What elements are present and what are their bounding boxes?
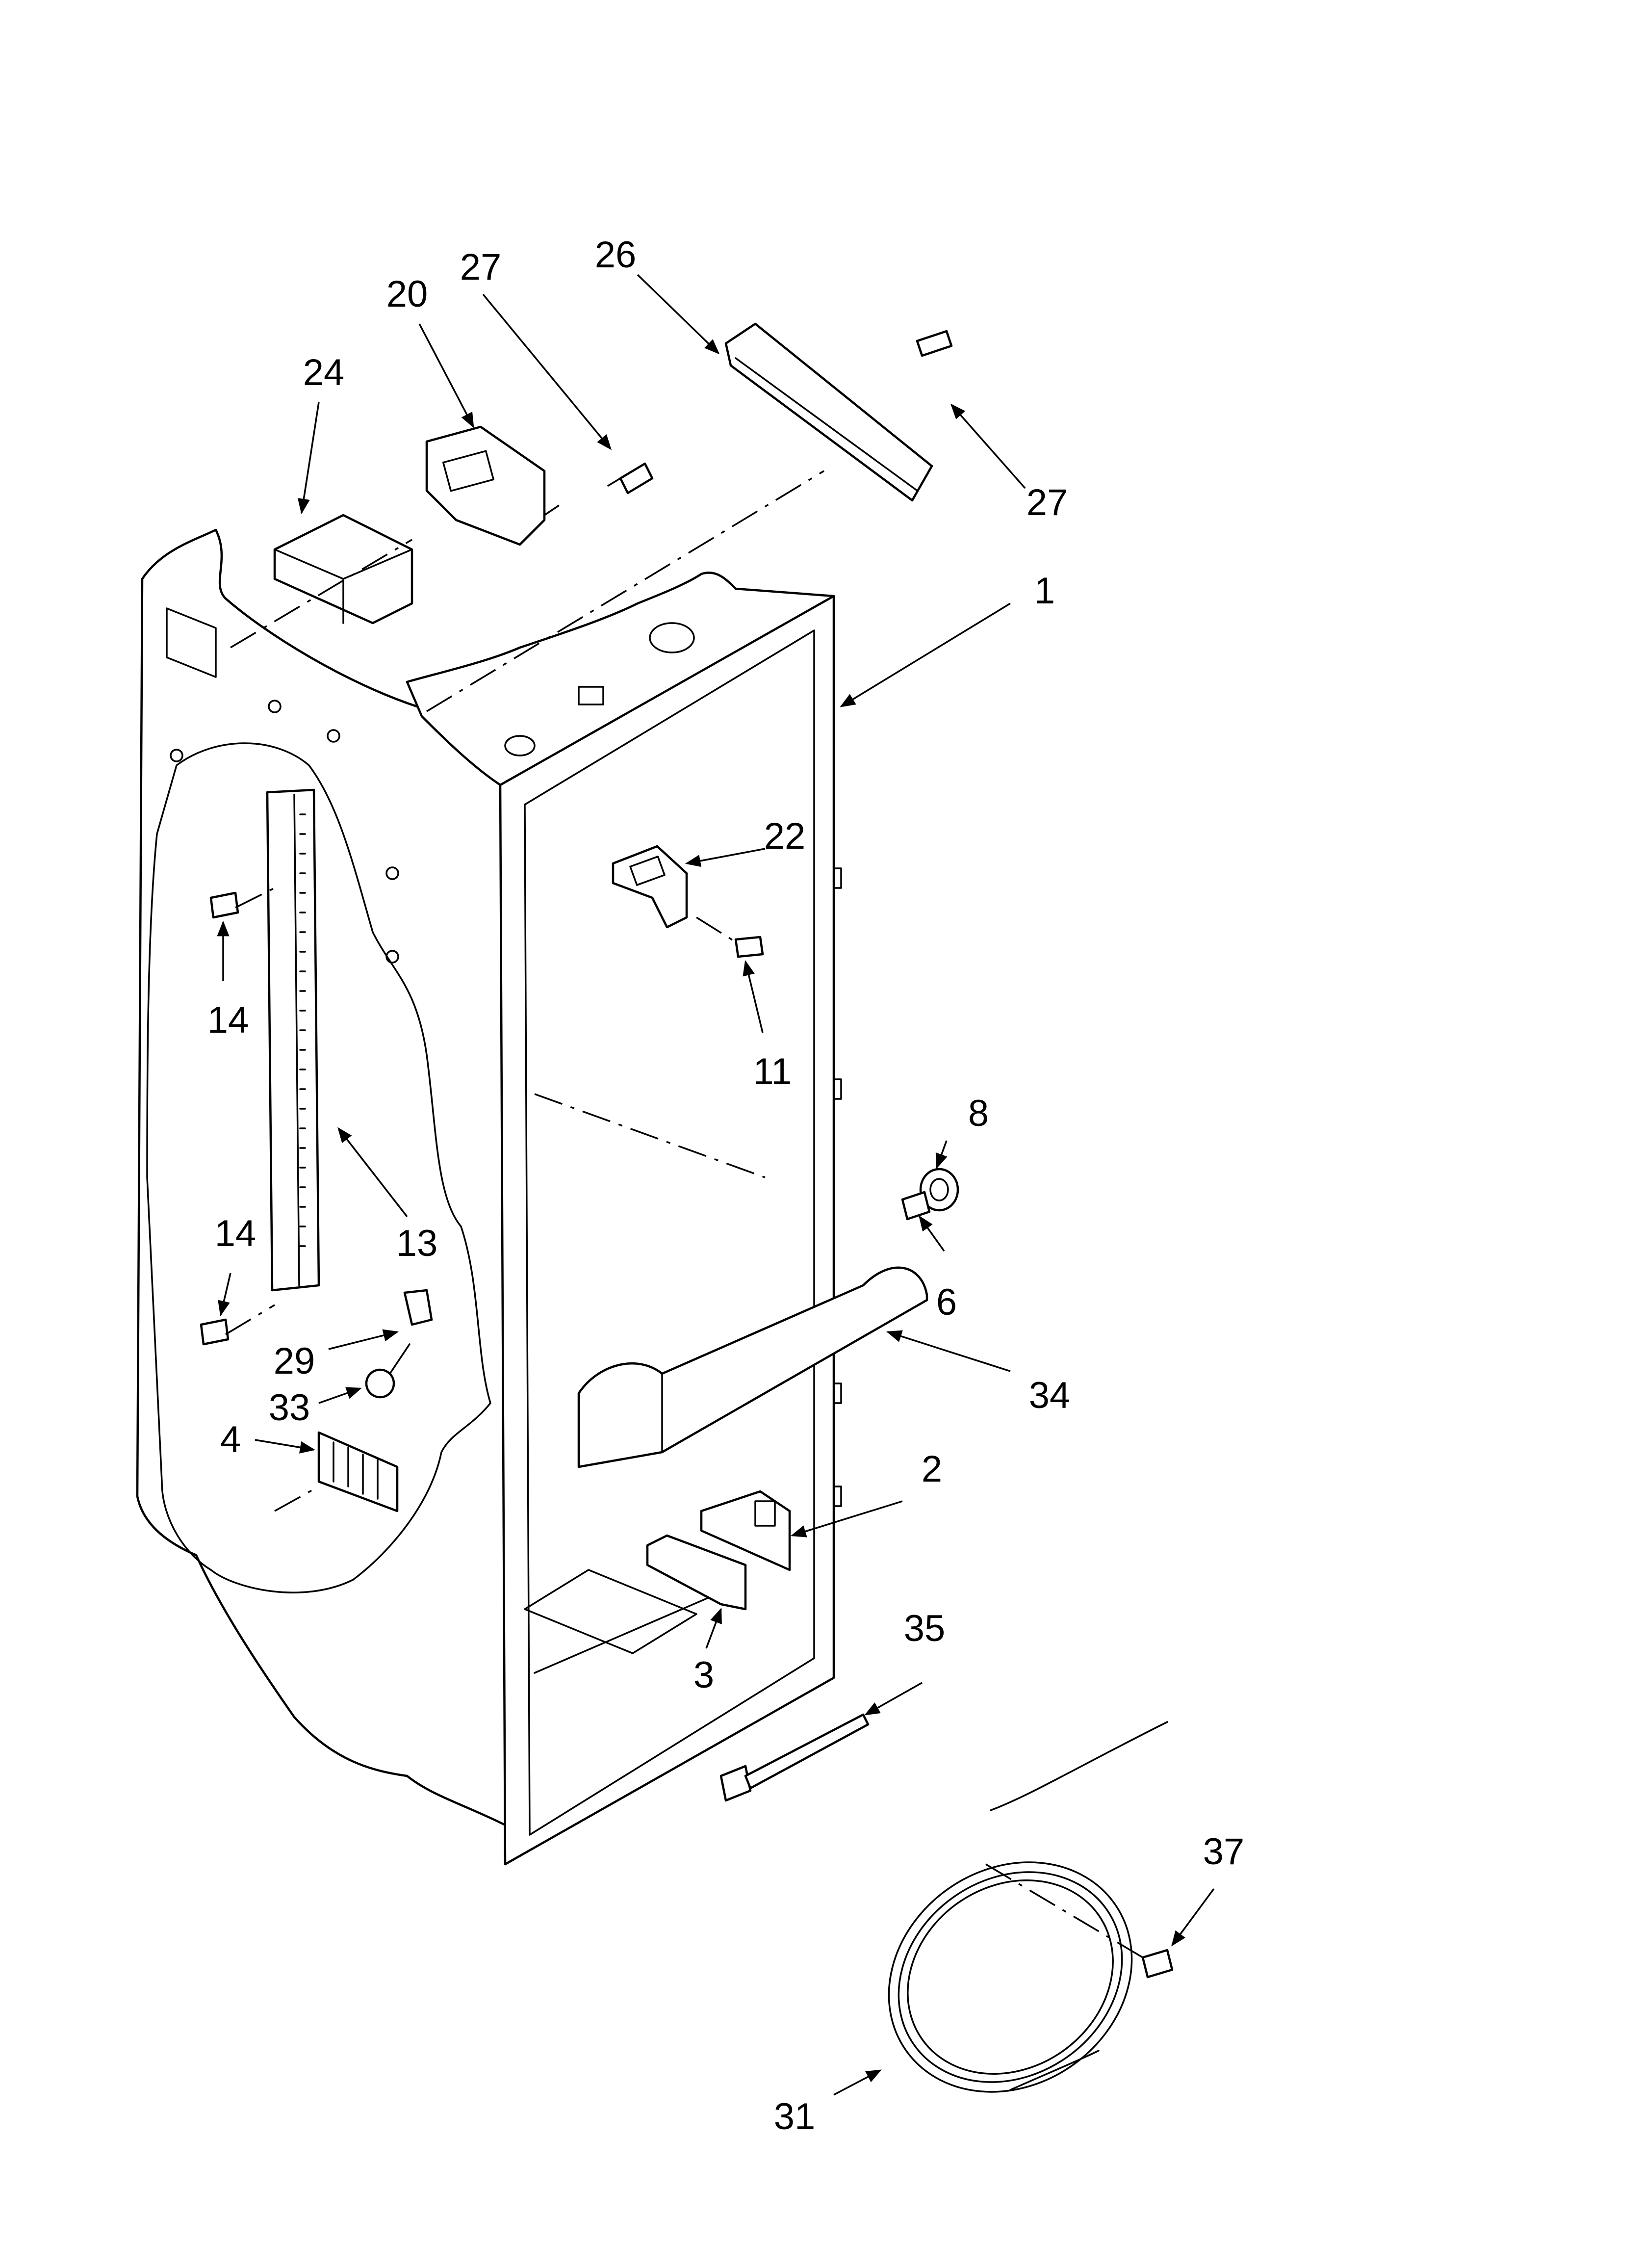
callout-34: 34 — [1029, 1375, 1071, 1416]
callout-4: 4 — [220, 1419, 241, 1460]
cabinet-side-panel — [136, 528, 507, 1826]
callout-26: 26 — [595, 234, 637, 276]
callout-8: 8 — [968, 1093, 989, 1134]
side-hole-2 — [327, 729, 340, 743]
callout-22: 22 — [764, 815, 806, 857]
screw-14-upper — [209, 891, 239, 919]
top-panel-hole — [649, 622, 695, 653]
side-square-cutout — [166, 607, 217, 678]
washer-8 — [919, 1168, 959, 1212]
callout-24: 24 — [303, 352, 345, 393]
screw-14-lower — [200, 1318, 230, 1346]
callout-3: 3 — [693, 1654, 714, 1696]
rail-slots — [299, 813, 306, 1247]
side-hole-3 — [170, 749, 183, 762]
callout-29: 29 — [274, 1340, 315, 1382]
callout-1: 1 — [1034, 570, 1055, 612]
top-panel-hole-2 — [504, 735, 536, 756]
mounting-bracket — [425, 425, 546, 546]
side-hole-5 — [385, 950, 399, 964]
assembly-lines — [225, 470, 1143, 1958]
bracket-22 — [612, 845, 688, 929]
side-panel-cutaway — [146, 742, 491, 1593]
bulb-socket-29 — [403, 1289, 433, 1326]
callout-35: 35 — [904, 1608, 946, 1649]
control-housing — [273, 514, 413, 625]
cabinet-front-frame — [499, 595, 835, 1866]
screw-upper-right — [916, 330, 953, 357]
bracket-3 — [646, 1534, 747, 1611]
callout-14-upper: 14 — [207, 999, 249, 1041]
callout-11: 11 — [753, 1051, 792, 1093]
callout-2: 2 — [922, 1448, 942, 1490]
cabinet-front-opening — [524, 629, 815, 1836]
screw-upper-left — [607, 462, 654, 495]
water-tubing-31 — [888, 1721, 1168, 2093]
frame-edge-notches — [833, 867, 842, 1507]
top-panel-slot — [578, 686, 604, 705]
callout-31: 31 — [774, 2096, 816, 2138]
shelf-rail — [266, 788, 320, 1292]
callout-6: 6 — [936, 1281, 957, 1323]
callout-33: 33 — [269, 1387, 310, 1429]
callout-14-lower: 14 — [215, 1213, 257, 1254]
callout-37: 37 — [1203, 1831, 1245, 1873]
light-lens-4 — [317, 1431, 399, 1512]
leader-lines — [217, 274, 1215, 2096]
top-trim-channel — [724, 322, 933, 502]
cabinet-bottom-tray — [524, 1569, 717, 1674]
bracket-2 — [700, 1490, 791, 1571]
screw-6 — [901, 1191, 931, 1221]
side-hole-4 — [385, 866, 399, 880]
cover-34 — [577, 1266, 928, 1468]
callout-27-right: 27 — [1026, 482, 1068, 523]
callout-13: 13 — [396, 1223, 438, 1264]
cabinet-liner — [136, 528, 842, 1866]
light-bulb-33 — [365, 1343, 410, 1399]
cable-tie-35 — [719, 1713, 870, 1802]
screw-37 — [1141, 1949, 1174, 1979]
callout-27-upper: 27 — [460, 246, 502, 288]
callout-labels: 1 2 3 4 6 8 11 13 14 14 20 22 24 26 27 2… — [207, 234, 1245, 2138]
side-hole-1 — [268, 700, 282, 713]
callout-20: 20 — [386, 273, 428, 315]
screw-11 — [734, 936, 764, 958]
